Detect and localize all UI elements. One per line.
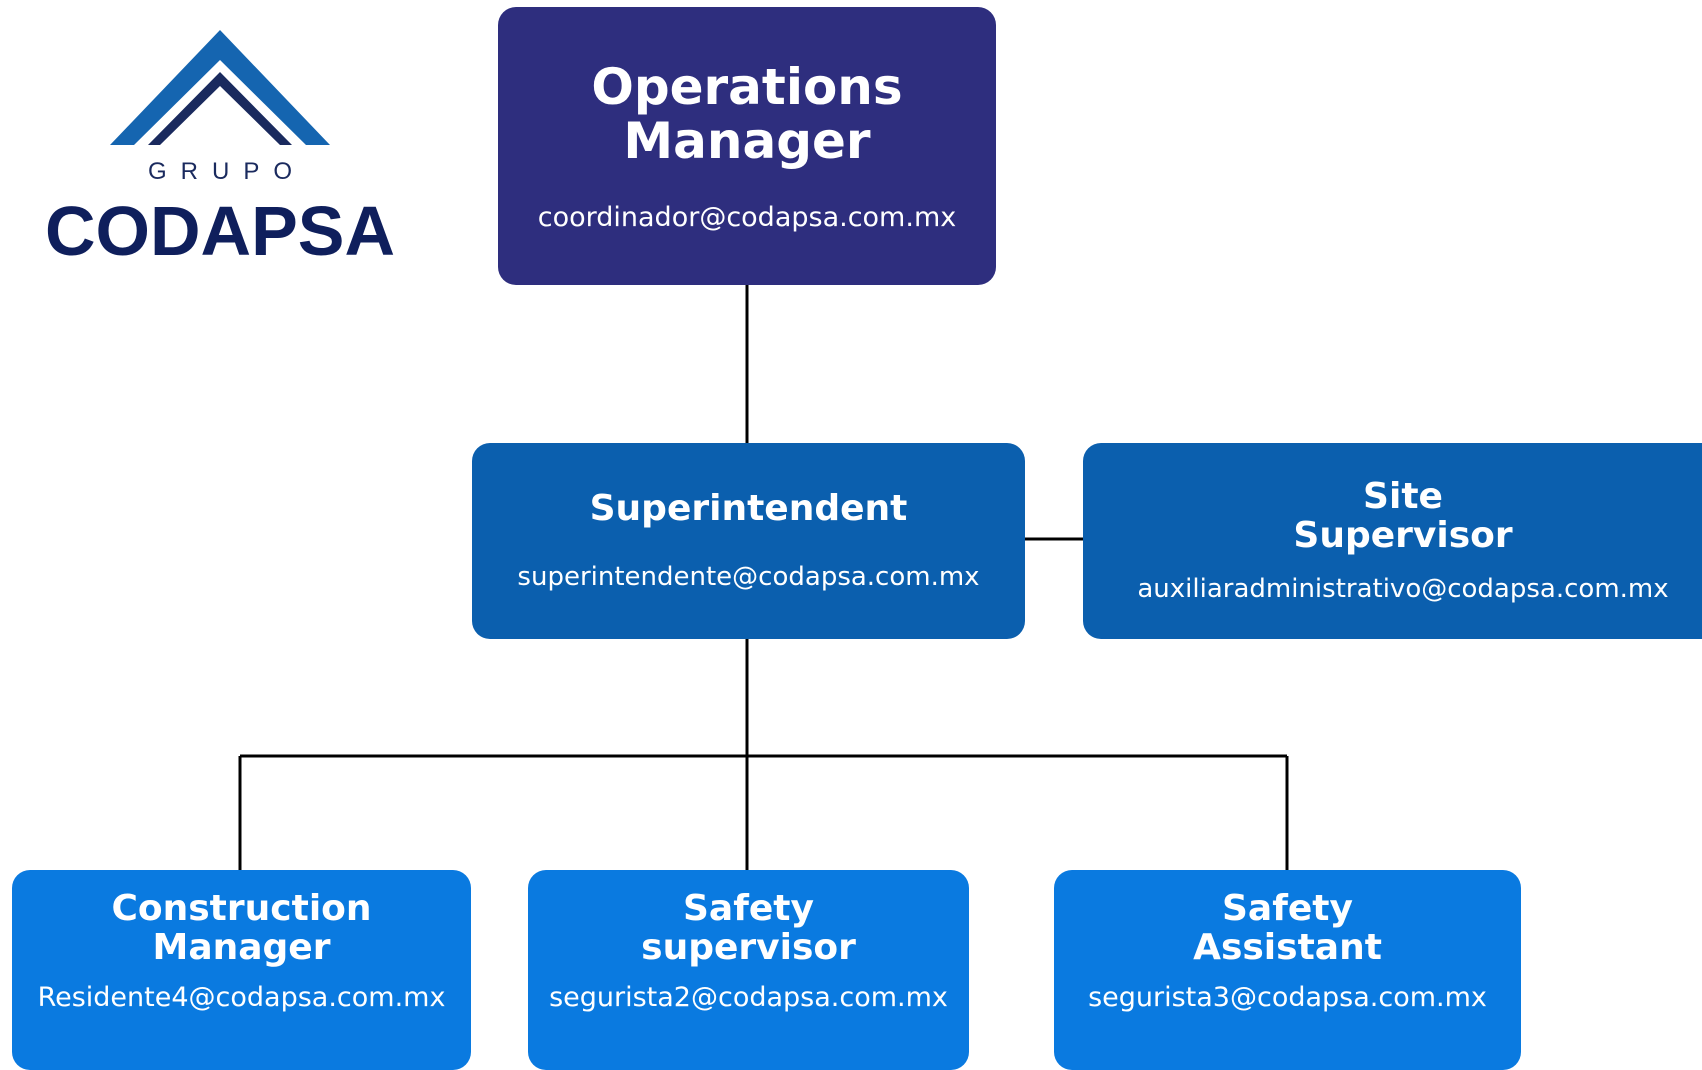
node-title: Superintendent bbox=[589, 487, 908, 529]
node-title: Operations Manager bbox=[591, 57, 903, 170]
node-title: Safety Assistant bbox=[1193, 888, 1382, 968]
node-email: auxiliaradministrativo@codapsa.com.mx bbox=[1137, 573, 1669, 604]
grupo-codapsa-logo: GRUPO CODAPSA bbox=[40, 30, 400, 270]
node-safety-assistant: Safety Assistant segurista3@codapsa.com.… bbox=[1054, 870, 1521, 1070]
node-site-supervisor: Site Supervisor auxiliaradministrativo@c… bbox=[1083, 443, 1702, 639]
node-email: segurista3@codapsa.com.mx bbox=[1088, 981, 1487, 1013]
connector-lines bbox=[238, 285, 1289, 870]
node-email: Residente4@codapsa.com.mx bbox=[37, 981, 446, 1013]
node-title: Site Supervisor bbox=[1293, 476, 1513, 556]
node-superintendent: Superintendent superintendente@codapsa.c… bbox=[472, 443, 1025, 639]
node-email: superintendente@codapsa.com.mx bbox=[517, 562, 980, 593]
node-safety-supervisor: Safety supervisor segurista2@codapsa.com… bbox=[528, 870, 969, 1070]
node-email: segurista2@codapsa.com.mx bbox=[549, 981, 948, 1013]
node-title: Safety supervisor bbox=[641, 888, 856, 968]
node-operations-manager: Operations Manager coordinador@codapsa.c… bbox=[498, 7, 996, 285]
node-title: Construction Manager bbox=[111, 888, 372, 968]
node-email: coordinador@codapsa.com.mx bbox=[537, 201, 957, 233]
roof-logo-icon bbox=[110, 30, 330, 145]
node-construction-manager: Construction Manager Residente4@codapsa.… bbox=[12, 870, 471, 1070]
logo-grupo-text: GRUPO bbox=[147, 158, 306, 185]
logo-codapsa-text: CODAPSA bbox=[44, 192, 396, 270]
